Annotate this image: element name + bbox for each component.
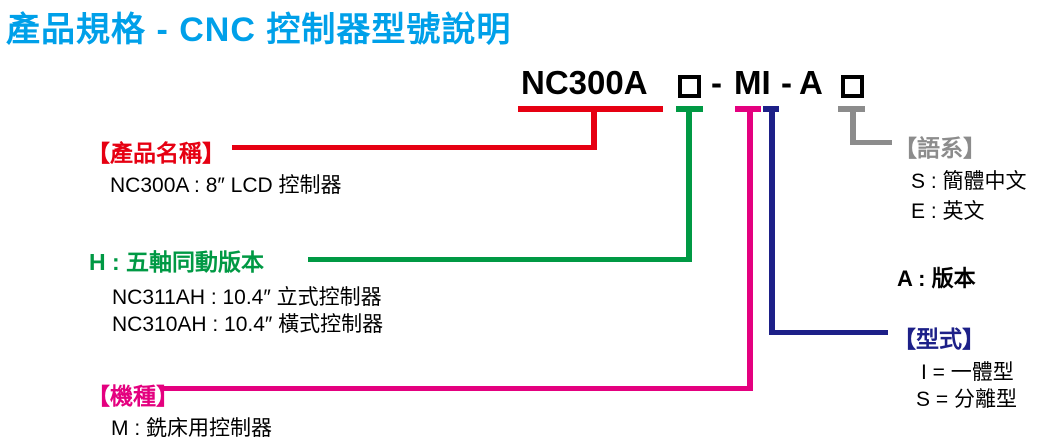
callout-label-version: A : 版本 [897,266,976,291]
model-version-code: A [799,64,823,101]
connector-line-product-name [232,145,597,150]
detail-machine-item: M : 銑床用控制器 [111,417,272,439]
connector-line-five-axis [308,257,692,262]
connector-stub-type [769,106,775,335]
detail-type-item-2: S = 分離型 [916,388,1017,411]
connector-line-machine [162,386,753,391]
page-title: 產品規格 - CNC 控制器型號說明 [6,11,512,49]
model-separator-2: - [781,64,792,101]
placeholder-box-icon-2 [841,75,864,98]
model-machine-type-code: MI [734,64,771,101]
callout-label-language: 【語系】 [894,135,986,161]
model-separator-1: - [711,64,722,101]
connector-line-version [813,275,890,280]
connector-stub-language [850,106,856,145]
callout-label-machine: 【機種】 [87,383,179,409]
callout-label-five-axis: H : 五軸同動版本 [89,249,265,275]
detail-language-item-2: E : 英文 [911,200,985,223]
connector-stub-five-axis [686,106,692,262]
placeholder-box-icon-1 [678,75,701,98]
connector-stub-product-name [591,106,597,149]
callout-label-type: 【型式】 [893,326,985,352]
detail-five-axis-item-2: NC310AH : 10.4″ 橫式控制器 [112,313,384,336]
connector-stub-machine [747,106,753,391]
connector-line-language [850,140,892,145]
detail-product-name-item: NC300A : 8″ LCD 控制器 [110,174,342,197]
detail-five-axis-item-1: NC311AH : 10.4″ 立式控制器 [112,286,382,309]
detail-language-item-1: S : 簡體中文 [911,170,1027,193]
detail-type-item-1: I = 一體型 [921,361,1014,384]
underline-product-series [518,106,663,112]
connector-stub-version [813,106,819,280]
model-product-series: NC300A [521,64,648,101]
callout-label-product-name: 【產品名稱】 [87,140,225,166]
connector-line-type [769,330,888,335]
